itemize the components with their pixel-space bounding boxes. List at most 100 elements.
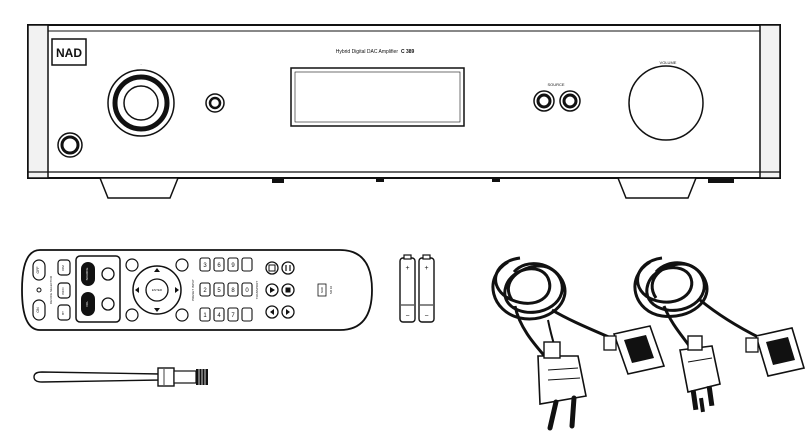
us-iec-connector [745,327,806,377]
remote-key-bt[interactable] [57,304,71,321]
remote-key-top-left[interactable] [125,258,139,272]
remote-key-top-right[interactable] [175,258,189,272]
battery-1-terminal [403,254,412,260]
play-icon [270,287,275,293]
power-button[interactable] [60,135,80,155]
amplifier: NAD · Hybrid Digital DAC Amplifier C 389… [27,24,781,199]
eu-iec-face [624,335,654,363]
remote-key-bottom-right[interactable] [175,308,189,322]
remote-key-stop[interactable] [265,261,279,275]
battery-1-plus: + [405,265,409,272]
remote-key-source-label: SOURCE [85,268,89,281]
remote-key-on[interactable] [32,299,46,321]
remote-key-source-down[interactable] [81,262,95,286]
us-iec-strain [745,337,759,353]
remote-brand-text: NAD [320,287,324,293]
remote-key-bottom-left[interactable] [125,308,139,322]
knob-tick-up: · [140,62,141,67]
remote-device-selector-label: DEVICE SELECTOR [49,275,53,304]
battery-2-minus: − [424,313,428,320]
remote-key-4[interactable] [213,307,225,322]
battery-2-plus: + [424,265,428,272]
remote-transport-keys: TRANSPORT [255,261,295,319]
remote-key-vol-down[interactable] [81,292,95,316]
remote-key-3[interactable] [199,257,211,272]
nav-up-arrow-icon [154,268,160,272]
remote-key-6-label: 6 [217,263,221,269]
remote-key-pause[interactable] [281,261,295,275]
remote-left-keys: OFF ON DEVICE SELECTOR DIM INFO BT [32,259,71,321]
eu-iec-connector [603,325,666,375]
source-next-button[interactable] [562,93,578,109]
remote-nav-pad: ENTER [125,258,189,322]
remote-key-3-label: 3 [203,263,207,269]
source-prev-button[interactable] [536,93,552,109]
antenna-hinge [157,367,175,387]
us-plug-strain-relief [687,335,703,351]
eu-cord-tail [513,305,550,361]
remote-control: OFF ON DEVICE SELECTOR DIM INFO BT SOURC… [21,249,373,331]
eu-plug-grip-line [547,367,579,371]
us-plug-body [679,345,721,393]
remote-number-keys: PRESET INPUT 3 2 1 6 5 4 9 8 7 0 [191,257,253,322]
eu-plug-pin-2 [569,395,577,429]
remote-key-9[interactable] [227,257,239,272]
wifi-antenna [33,367,208,387]
nav-right-arrow-icon [175,287,179,293]
battery-1-minus: − [405,313,409,320]
model-name-text: C 389 [401,49,415,55]
remote-led [36,287,42,293]
remote-key-aux-2[interactable] [241,307,253,322]
us-plug-grip-line [687,357,713,363]
model-prefix-text: Hybrid Digital DAC Amplifier [336,49,399,55]
nav-left-arrow-icon [135,287,139,293]
us-cord-coil-2 [633,260,709,318]
remote-key-8[interactable] [227,282,239,297]
remote-key-off[interactable] [32,259,46,281]
remote-key-info[interactable] [57,282,71,299]
brand-badge [51,38,87,66]
nav-down-arrow-icon [154,308,160,312]
square-icon [285,287,291,293]
batteries: + − + − [399,254,435,323]
remote-key-1-label: 1 [203,313,207,319]
eu-plug-pin-1 [547,399,559,431]
eu-cord-coil-1 [494,256,564,314]
remote-nav-enter[interactable] [145,278,169,302]
rear-foot-2 [376,178,384,182]
us-plug-blade-2 [706,385,715,407]
rear-foot-4 [708,178,734,183]
remote-key-off-label: OFF [36,267,40,274]
remote-key-6[interactable] [213,257,225,272]
remote-key-4-label: 4 [217,313,221,319]
left-end-cap [27,24,49,179]
remote-preset-label: PRESET INPUT [191,279,195,301]
headphone-jack [208,96,222,110]
remote-key-listen[interactable] [101,297,115,311]
remote-source-group: SOURCE VOL [75,255,121,323]
remote-key-2[interactable] [199,282,211,297]
volume-label: VOLUME [660,60,677,65]
right-end-cap [759,24,781,179]
remote-key-2-label: 2 [203,288,207,294]
remote-key-0[interactable] [241,282,253,297]
eu-iec-strain [603,335,617,351]
remote-key-dim[interactable] [57,259,71,276]
remote-model-text: SR 10 [329,286,333,295]
us-plug [679,335,721,413]
remote-key-7-label: 7 [231,313,235,319]
remote-key-7[interactable] [227,307,239,322]
remote-key-5-label: 5 [217,288,221,294]
eu-plug-grip-line-2 [547,377,581,381]
remote-key-mute[interactable] [101,267,115,281]
remote-key-8-label: 8 [231,288,235,294]
remote-key-vol-label: VOL [85,301,89,307]
volume-knob[interactable] [628,65,704,141]
remote-key-9-label: 9 [231,263,235,269]
source-label: SOURCE [547,82,564,87]
remote-key-5[interactable] [213,282,225,297]
remote-key-1[interactable] [199,307,211,322]
prev-icon [270,309,274,315]
us-cord-to-socket [699,298,761,340]
remote-key-aux-1[interactable] [241,257,253,272]
